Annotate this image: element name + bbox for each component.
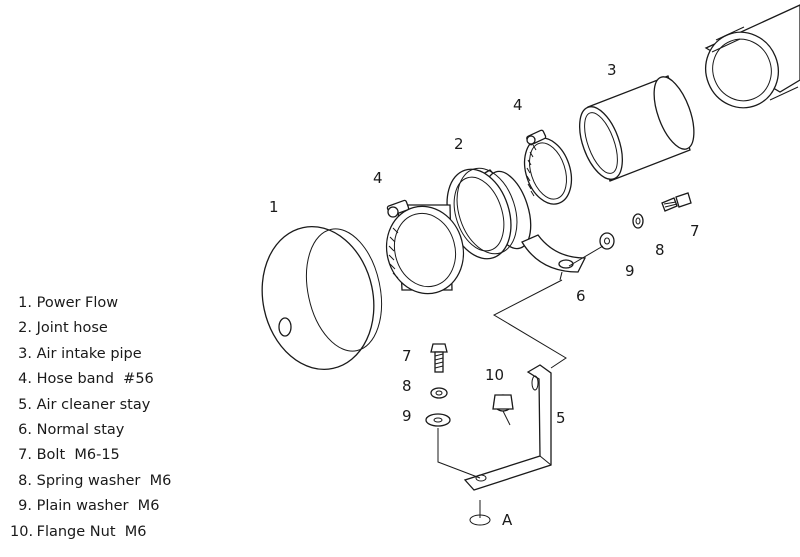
legend-item: 6. Normal stay [18, 422, 125, 439]
callout-4-lower: 4 [373, 169, 383, 187]
existing-intake-pipe [704, 4, 800, 109]
parts-legend: 1. Power Flow 2. Joint hose 3. Air intak… [10, 291, 171, 545]
legend-item: 4. Hose band #56 [18, 371, 154, 388]
callout-10: 10 [485, 366, 504, 384]
air-intake-pipe [579, 75, 695, 182]
lower-hardware [425, 343, 514, 427]
assembly-lines [437, 245, 604, 526]
legend-item: 7. Bolt M6-15 [18, 447, 120, 464]
callout-5: 5 [556, 409, 566, 427]
callout-1: 1 [269, 198, 279, 216]
callout-labels: 1 2 3 4 4 5 6 7 7 8 8 9 9 10 A [269, 61, 700, 529]
callout-A: A [502, 511, 513, 529]
callout-4-upper: 4 [513, 96, 523, 114]
legend-item: 9. Plain washer M6 [18, 498, 160, 515]
normal-stay [521, 234, 587, 281]
callout-7-upper: 7 [690, 222, 700, 240]
callout-8-upper: 8 [655, 241, 665, 259]
air-cleaner-stay [463, 364, 552, 491]
legend-item: 3. Air intake pipe [18, 345, 142, 362]
callout-7-lower: 7 [402, 347, 412, 365]
callout-6: 6 [576, 287, 586, 305]
power-flow-filter [261, 226, 382, 370]
hose-band-lower [385, 199, 465, 295]
hose-band-upper [523, 129, 573, 205]
callout-8-lower: 8 [402, 377, 412, 395]
upper-hardware [599, 192, 692, 250]
legend-item: 10. Flange Nut M6 [10, 523, 147, 540]
callout-3: 3 [607, 61, 617, 79]
callout-2: 2 [454, 135, 464, 153]
legend-item: 5. Air cleaner stay [18, 396, 151, 413]
legend-item: 1. Power Flow [18, 295, 119, 311]
callout-9-lower: 9 [402, 407, 412, 425]
legend-item: 8. Spring washer M6 [18, 472, 172, 489]
legend-item: 2. Joint hose [18, 320, 108, 337]
joint-hose [446, 167, 532, 260]
callout-9-upper: 9 [625, 262, 635, 280]
